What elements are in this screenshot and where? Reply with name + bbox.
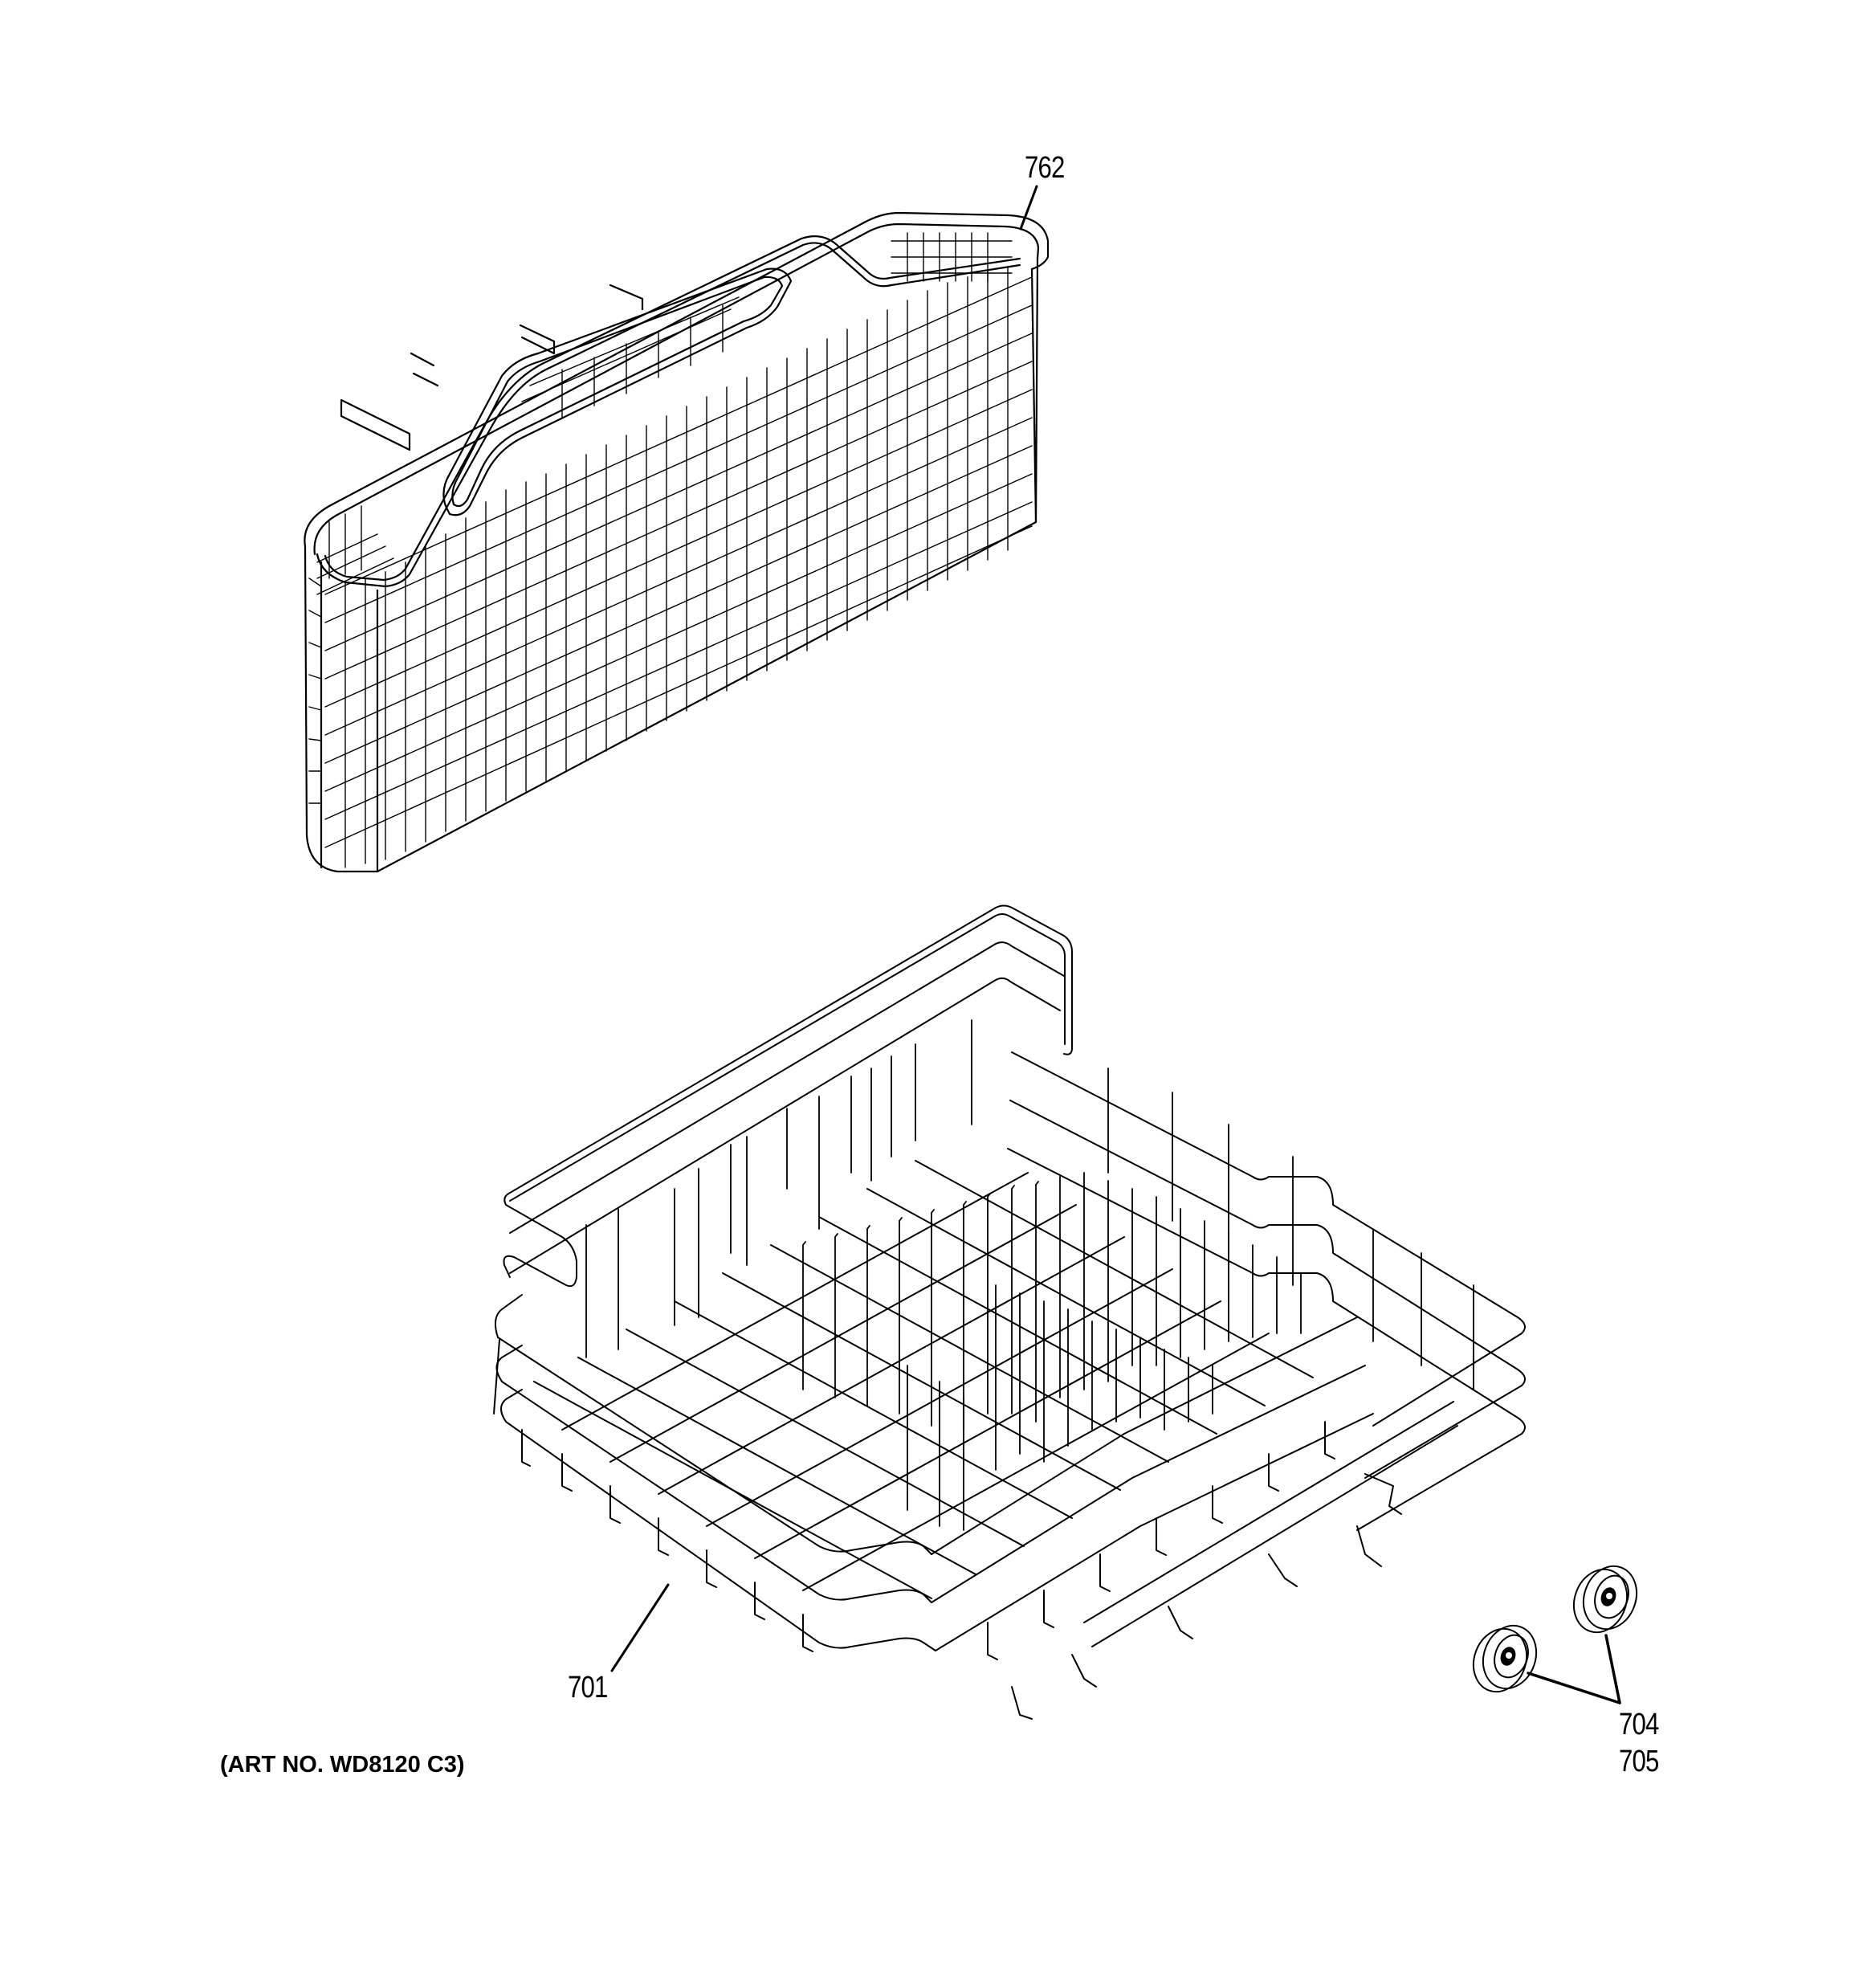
callout-762: 762	[1025, 151, 1065, 185]
art-number-label: (ART NO. WD8120 C3)	[220, 1752, 465, 1778]
lower-rack-tines	[585, 1019, 1474, 1531]
silverware-basket[interactable]	[304, 211, 1050, 873]
rack-wheel-1[interactable]	[1465, 1618, 1545, 1699]
callout-704-leaders	[1527, 1634, 1621, 1704]
callout-701-leader	[610, 1583, 670, 1672]
callout-701: 701	[568, 1671, 608, 1704]
callout-705: 705	[1619, 1745, 1659, 1778]
rack-wheel-2[interactable]	[1565, 1558, 1645, 1639]
callout-762-leader	[1019, 185, 1038, 231]
lower-dish-rack[interactable]	[493, 904, 1526, 1720]
callout-704: 704	[1619, 1708, 1659, 1741]
silverware-basket-grid	[308, 232, 1033, 868]
